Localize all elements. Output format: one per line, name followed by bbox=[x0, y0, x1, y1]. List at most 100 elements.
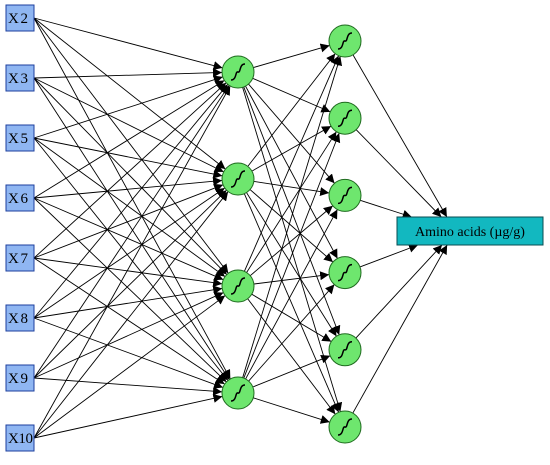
edge-input-hidden1 bbox=[33, 137, 223, 179]
edge-hidden1-hidden2 bbox=[242, 56, 343, 378]
edge-input-hidden1 bbox=[33, 377, 223, 396]
hidden1-neuron-1 bbox=[221, 55, 255, 89]
edge-hidden1-hidden2 bbox=[247, 298, 336, 415]
edge-input-hidden1 bbox=[33, 137, 229, 381]
hidden1-neuron-3 bbox=[221, 269, 255, 303]
edge-hidden1-hidden2 bbox=[243, 86, 341, 336]
sigmoid-icon bbox=[230, 384, 246, 402]
hidden2-neuron-6 bbox=[328, 410, 362, 444]
input-node-x8: X8 bbox=[5, 304, 35, 332]
input-node-x7: X7 bbox=[5, 244, 35, 272]
input-node-box bbox=[5, 64, 35, 92]
input-node-box bbox=[5, 4, 35, 32]
edge-hidden1-hidden2 bbox=[243, 132, 341, 379]
sigmoid-icon bbox=[337, 186, 353, 205]
input-node-label: X8 bbox=[8, 311, 28, 327]
edge-input-hidden1 bbox=[33, 17, 223, 70]
sigmoid-icon bbox=[337, 32, 353, 50]
input-node-x3: X3 bbox=[5, 64, 35, 92]
edge-input-hidden1 bbox=[33, 82, 227, 259]
input-node-x10: X10 bbox=[5, 424, 35, 452]
sigmoid-icon bbox=[337, 109, 353, 127]
edge-input-hidden1 bbox=[33, 17, 226, 170]
edge-hidden1-hidden2 bbox=[245, 209, 338, 380]
edge-hidden1-hidden2 bbox=[246, 131, 337, 273]
edge-hidden1-hidden2 bbox=[242, 87, 343, 412]
edge-input-hidden1 bbox=[33, 68, 223, 79]
input-node-box bbox=[5, 124, 35, 152]
sigmoid-icon bbox=[337, 418, 353, 436]
edge-hidden2-output bbox=[352, 54, 448, 218]
edge-hidden1-hidden2 bbox=[251, 293, 332, 342]
sigmoid-icon bbox=[230, 170, 246, 188]
edge-input-hidden1 bbox=[33, 17, 229, 274]
edge-input-hidden1 bbox=[33, 85, 230, 379]
input-node-x5: X5 bbox=[5, 124, 35, 152]
input-node-x9: X9 bbox=[5, 364, 35, 392]
edge-input-hidden1 bbox=[33, 393, 223, 439]
edge-input-hidden1 bbox=[33, 176, 223, 199]
sigmoid-icon bbox=[230, 277, 246, 295]
hidden2-neuron-1 bbox=[328, 24, 362, 58]
input-node-label: X10 bbox=[8, 431, 33, 447]
input-node-box bbox=[5, 304, 35, 332]
output-node-box bbox=[396, 216, 544, 246]
edge-hidden1-hidden2 bbox=[248, 83, 335, 184]
input-node-box bbox=[5, 424, 35, 452]
hidden2-neuron-2 bbox=[328, 101, 362, 135]
edge-input-hidden1 bbox=[33, 191, 229, 439]
input-node-label: X7 bbox=[8, 251, 29, 267]
edge-input-hidden1 bbox=[33, 85, 231, 439]
edge-input-hidden1 bbox=[33, 187, 226, 319]
edge-hidden1-hidden2 bbox=[247, 53, 336, 167]
edge-input-hidden1 bbox=[33, 292, 224, 379]
input-node-box bbox=[5, 184, 35, 212]
output-node: Amino acids (µg/g) bbox=[396, 216, 544, 246]
edge-input-hidden1 bbox=[33, 285, 223, 319]
input-node-label: X5 bbox=[8, 131, 28, 147]
edge-input-hidden1 bbox=[33, 197, 224, 281]
input-node-x6: X6 bbox=[5, 184, 35, 212]
edge-input-hidden1 bbox=[33, 84, 229, 319]
edge-input-hidden1 bbox=[33, 77, 230, 380]
edge-input-hidden1 bbox=[33, 17, 231, 380]
edge-hidden2-output bbox=[359, 243, 419, 268]
edge-hidden1-hidden2 bbox=[243, 193, 340, 413]
edge-input-hidden1 bbox=[33, 317, 224, 389]
edge-input-hidden1 bbox=[33, 75, 223, 139]
edge-hidden2-output bbox=[355, 129, 442, 218]
edge-hidden1-hidden2 bbox=[249, 205, 334, 277]
input-node-label: X9 bbox=[8, 371, 28, 387]
input-node-label: X6 bbox=[8, 191, 29, 207]
edge-hidden1-hidden2 bbox=[248, 284, 335, 382]
input-node-label: X2 bbox=[8, 11, 28, 27]
edge-input-hidden1 bbox=[33, 295, 226, 439]
edge-hidden1-hidden2 bbox=[245, 85, 338, 259]
output-node-label: Amino acids (µg/g) bbox=[415, 225, 525, 240]
edge-hidden1-hidden2 bbox=[253, 43, 330, 68]
edge-hidden1-hidden2 bbox=[251, 125, 332, 172]
edge-hidden1-hidden2 bbox=[253, 271, 330, 285]
edge-input-hidden1 bbox=[33, 183, 224, 259]
edge-hidden1-hidden2 bbox=[246, 192, 337, 337]
edge-input-hidden1 bbox=[33, 257, 223, 288]
input-node-x2: X2 bbox=[5, 4, 35, 32]
edge-input-hidden1 bbox=[33, 137, 226, 277]
edge-hidden1-hidden2 bbox=[253, 397, 330, 424]
hidden2-neuron-3 bbox=[328, 178, 362, 212]
edge-hidden2-output bbox=[360, 199, 412, 219]
edge-hidden1-hidden2 bbox=[249, 189, 334, 263]
edge-hidden2-output bbox=[355, 244, 443, 339]
connection-edges bbox=[33, 17, 448, 439]
edge-input-hidden1 bbox=[33, 189, 227, 379]
hidden2-neuron-5 bbox=[328, 333, 362, 367]
input-node-box bbox=[5, 244, 35, 272]
edge-input-hidden1 bbox=[33, 197, 227, 383]
sigmoid-icon bbox=[337, 341, 353, 359]
input-node-label: X3 bbox=[8, 71, 28, 87]
edge-input-hidden1 bbox=[33, 80, 225, 199]
edge-hidden1-hidden2 bbox=[252, 354, 331, 388]
edge-hidden1-hidden2 bbox=[252, 77, 331, 113]
